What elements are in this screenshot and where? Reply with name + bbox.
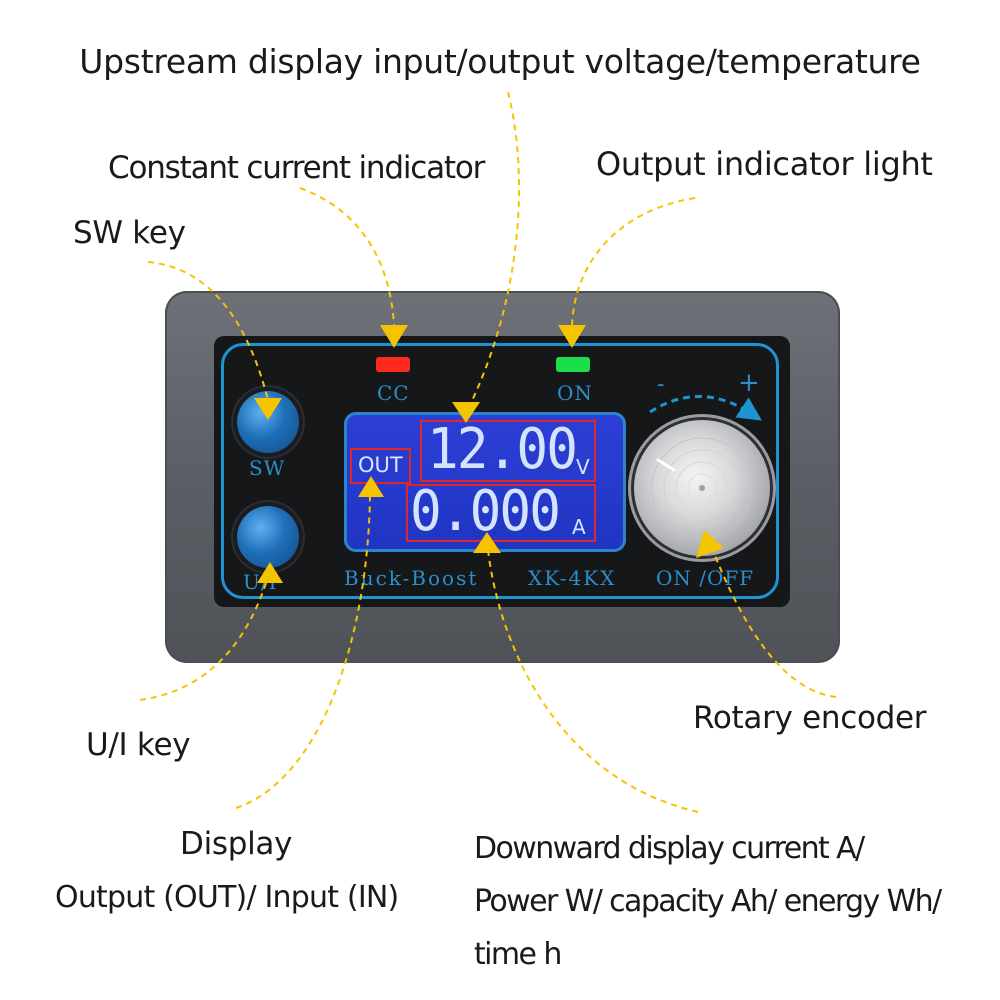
model-label: XK-4KX [528, 566, 617, 590]
sw-button[interactable] [237, 391, 299, 453]
buck-boost-label: Buck-Boost [344, 566, 479, 590]
ui-button[interactable] [237, 506, 299, 568]
callout-output-indicator-light: Output indicator light [596, 145, 933, 183]
highlight-box-current [406, 484, 596, 542]
callout-sw-key: SW key [73, 215, 186, 251]
rotary-encoder-knob[interactable] [634, 420, 770, 556]
lcd-voltage-unit: V [576, 455, 590, 479]
callout-rotary-encoder: Rotary encoder [693, 700, 927, 736]
ui-label: U/I [243, 570, 278, 594]
callout-downward-line-3: time h [474, 937, 562, 972]
callout-downward-line-2: Power W/ capacity Ah/ energy Wh/ [474, 884, 942, 919]
callout-upstream-display: Upstream display input/output voltage/te… [79, 42, 921, 81]
plus-label: + [738, 368, 761, 398]
highlight-box-voltage [420, 420, 596, 482]
highlight-box-mode [350, 448, 411, 484]
callout-downward-display: Downward display current A/ Power W/ cap… [474, 822, 942, 981]
cc-label: CC [377, 381, 410, 405]
minus-label: - [657, 372, 666, 397]
lcd-current-value: 0.000 [410, 479, 561, 544]
knob-rings-icon [651, 437, 753, 539]
on-indicator-led [556, 357, 590, 372]
sw-label: SW [249, 456, 286, 480]
lcd-current-unit: A [572, 515, 586, 539]
callout-ui-key: U/I key [86, 727, 191, 763]
callout-display-title: Display [180, 826, 293, 862]
callout-display-mode: Output (OUT)/ Input (IN) [55, 880, 399, 915]
callout-constant-current-indicator: Constant current indicator [108, 150, 485, 186]
lcd-mode-text: OUT [358, 453, 403, 477]
callout-downward-line-1: Downward display current A/ [474, 831, 865, 866]
on-label: ON [557, 381, 593, 405]
cc-indicator-led [376, 357, 410, 372]
lcd-voltage-value: 12.00 [427, 417, 578, 482]
on-off-label: ON /OFF [656, 566, 755, 590]
